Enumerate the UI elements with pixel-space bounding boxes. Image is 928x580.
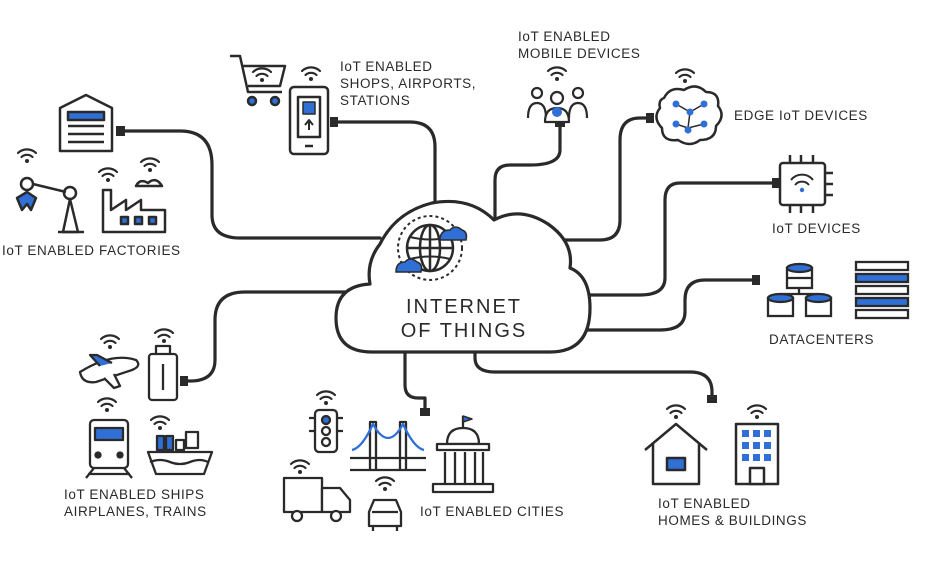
airplane-icon bbox=[78, 353, 140, 390]
connector-edge bbox=[538, 116, 652, 242]
label-iot-devices: IoT DEVICES bbox=[772, 220, 861, 237]
wifi-icon bbox=[153, 328, 175, 345]
connector-datacenters bbox=[578, 278, 757, 332]
truck-icon bbox=[282, 476, 352, 523]
label-datacenters-line1: DATACENTERS bbox=[769, 332, 875, 347]
wifi-icon bbox=[674, 68, 696, 85]
center-title: INTERNET OF THINGS bbox=[374, 295, 554, 343]
factory-warehouse-icon bbox=[58, 93, 114, 153]
globe-icon bbox=[395, 215, 468, 281]
factory-building-icon bbox=[101, 178, 167, 234]
label-mobile: IoT ENABLED MOBILE DEVICES bbox=[518, 28, 640, 62]
chip-icon bbox=[778, 155, 833, 213]
connector-homes bbox=[473, 348, 714, 399]
label-edge: EDGE IoT DEVICES bbox=[734, 107, 868, 124]
center-title-line2: OF THINGS bbox=[400, 320, 528, 342]
label-transport-line2: AIRPLANES, TRAINS bbox=[64, 504, 207, 519]
center-title-line1: INTERNET bbox=[406, 296, 522, 318]
wifi-icon bbox=[149, 415, 171, 432]
label-homes-line2: HOMES & BUILDINGS bbox=[658, 513, 807, 528]
label-homes-line1: IoT ENABLED bbox=[658, 496, 751, 511]
wifi-icon bbox=[665, 404, 687, 421]
label-iot-devices-line1: IoT DEVICES bbox=[772, 221, 861, 236]
people-group-icon bbox=[526, 86, 589, 124]
label-datacenters: DATACENTERS bbox=[769, 331, 874, 348]
label-factories-line1: IoT ENABLED FACTORIES bbox=[2, 243, 181, 258]
label-cities-line1: IoT ENABLED CITIES bbox=[420, 504, 565, 519]
label-shops-line1: IoT ENABLED bbox=[340, 59, 433, 74]
wifi-icon bbox=[16, 148, 38, 165]
wifi-icon bbox=[96, 397, 118, 414]
wifi-icon bbox=[289, 459, 311, 476]
wifi-icon bbox=[97, 167, 119, 184]
database-icon bbox=[766, 262, 833, 318]
label-shops: IoT ENABLED SHOPS, AIRPORTS, STATIONS bbox=[340, 58, 476, 109]
label-shops-line3: STATIONS bbox=[340, 93, 411, 108]
ship-icon bbox=[146, 430, 214, 476]
connector-iot-devices bbox=[578, 181, 777, 297]
wifi-icon bbox=[139, 157, 161, 174]
wifi-icon bbox=[374, 476, 396, 493]
connector-transport bbox=[183, 290, 382, 383]
train-icon bbox=[85, 418, 133, 479]
label-homes: IoT ENABLED HOMES & BUILDINGS bbox=[658, 495, 807, 529]
label-edge-line1: EDGE IoT DEVICES bbox=[734, 108, 868, 123]
wifi-icon bbox=[251, 67, 273, 84]
luggage-icon bbox=[147, 344, 179, 402]
connector-mobile bbox=[493, 122, 562, 222]
label-factories: IoT ENABLED FACTORIES bbox=[2, 242, 181, 259]
house-icon bbox=[644, 422, 708, 486]
bridge-icon bbox=[350, 420, 426, 472]
smartphone-icon bbox=[288, 85, 330, 156]
server-rack-icon bbox=[854, 260, 910, 320]
connector-lines bbox=[120, 116, 777, 412]
label-cities: IoT ENABLED CITIES bbox=[420, 503, 564, 520]
label-shops-line2: SHOPS, AIRPORTS, bbox=[340, 76, 477, 91]
wifi-icon bbox=[746, 404, 768, 421]
label-transport-line1: IoT ENABLED SHIPS bbox=[64, 487, 205, 502]
office-building-icon bbox=[734, 422, 780, 486]
label-mobile-line1: IoT ENABLED bbox=[518, 29, 611, 44]
wifi-icon bbox=[99, 334, 121, 351]
label-transport: IoT ENABLED SHIPS AIRPLANES, TRAINS bbox=[64, 486, 207, 520]
traffic-light-icon bbox=[309, 408, 343, 454]
connector-shops bbox=[330, 120, 437, 207]
connector-cities bbox=[403, 348, 427, 412]
connector-factories bbox=[120, 129, 382, 240]
car-icon bbox=[367, 498, 403, 531]
brain-network-icon bbox=[655, 85, 723, 146]
robot-arm-icon bbox=[15, 176, 84, 234]
wifi-icon bbox=[300, 66, 322, 83]
shopping-cart-icon bbox=[230, 54, 287, 107]
wifi-icon bbox=[315, 390, 337, 407]
label-mobile-line2: MOBILE DEVICES bbox=[518, 46, 641, 61]
wifi-icon bbox=[546, 66, 568, 83]
government-building-icon bbox=[431, 415, 495, 494]
